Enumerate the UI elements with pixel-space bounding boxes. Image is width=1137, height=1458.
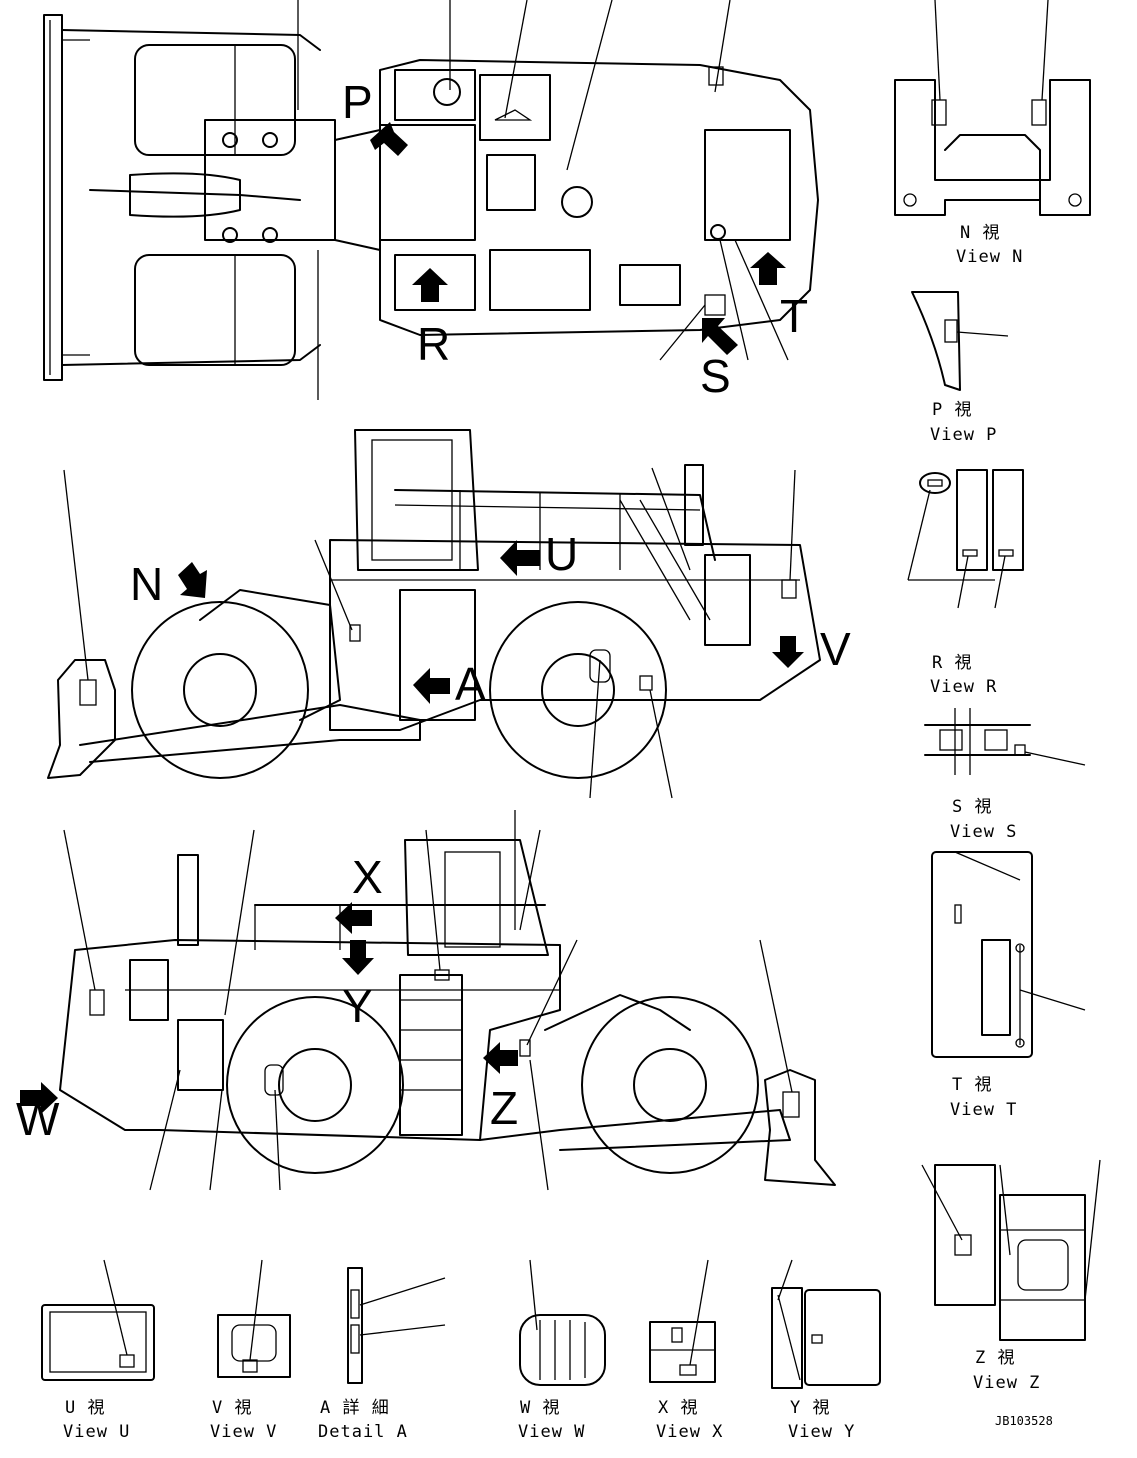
label-x: X (352, 851, 383, 903)
arrow-t (750, 252, 786, 285)
view-y: Y 視 View Y (771, 1259, 881, 1442)
arrow-y (342, 940, 374, 975)
caption-y-en: View Y (788, 1422, 855, 1442)
top-view: P R S T (43, 0, 819, 402)
view-t: T 視 View T (931, 851, 1086, 1120)
label-a: A (455, 658, 486, 710)
label-r: R (417, 318, 450, 370)
label-w: W (16, 1093, 60, 1145)
label-z: Z (490, 1082, 518, 1134)
caption-s-en: View S (950, 822, 1017, 842)
detail-a: A 詳 細 Detail A (318, 1267, 446, 1442)
arrow-a (413, 668, 450, 704)
caption-w-en: View W (518, 1422, 585, 1442)
caption-v-en: View V (210, 1422, 277, 1442)
caption-n-en: View N (956, 247, 1023, 267)
side-view-left: N U A V (47, 429, 851, 799)
view-r: R 視 View R (907, 469, 1024, 697)
caption-a-jp: A 詳 細 (320, 1398, 390, 1418)
side-view-right: X Y Z W (16, 810, 836, 1191)
arrow-p (370, 122, 408, 156)
caption-t-jp: T 視 (952, 1075, 992, 1095)
label-s: S (700, 350, 731, 402)
caption-p-en: View P (930, 425, 997, 445)
arrow-z (483, 1042, 518, 1074)
caption-r-en: View R (930, 677, 997, 697)
arrow-n (178, 562, 207, 598)
arrow-w (20, 1082, 58, 1114)
view-v: V 視 View V (210, 1259, 291, 1442)
arrow-x (335, 902, 372, 934)
caption-z-jp: Z 視 (975, 1348, 1015, 1368)
arrow-s (702, 318, 738, 355)
caption-u-en: View U (63, 1422, 130, 1442)
drawing-code: JB103528 (995, 1414, 1053, 1428)
view-z: Z 視 View Z (921, 1159, 1101, 1393)
arrow-r (412, 268, 448, 302)
caption-v-jp: V 視 (212, 1398, 252, 1418)
caption-s-jp: S 視 (952, 797, 992, 817)
caption-u-jp: U 視 (65, 1398, 105, 1418)
caption-y-jp: Y 視 (790, 1398, 830, 1418)
caption-w-jp: W 視 (520, 1398, 560, 1418)
caption-z-en: View Z (973, 1373, 1040, 1393)
view-w: W 視 View W (518, 1259, 606, 1442)
view-u: U 視 View U (41, 1259, 155, 1442)
caption-n-jp: N 視 (960, 223, 1000, 243)
caption-p-jp: P 視 (932, 400, 972, 420)
caption-r-jp: R 視 (932, 653, 972, 673)
label-t: T (780, 290, 808, 342)
view-n: N 視 View N (894, 0, 1091, 267)
label-p: P (342, 76, 373, 128)
caption-a-en: Detail A (318, 1422, 408, 1442)
view-s: S 視 View S (924, 708, 1086, 842)
label-v: V (820, 623, 851, 675)
caption-t-en: View T (950, 1100, 1017, 1120)
label-u: U (545, 528, 578, 580)
view-x: X 視 View X (649, 1259, 723, 1442)
arrow-v (772, 636, 804, 668)
caption-x-jp: X 視 (658, 1398, 698, 1418)
label-n: N (130, 558, 163, 610)
caption-x-en: View X (656, 1422, 723, 1442)
label-y: Y (342, 980, 373, 1032)
arrow-u (500, 540, 540, 576)
view-p: P 視 View P (911, 291, 1009, 445)
